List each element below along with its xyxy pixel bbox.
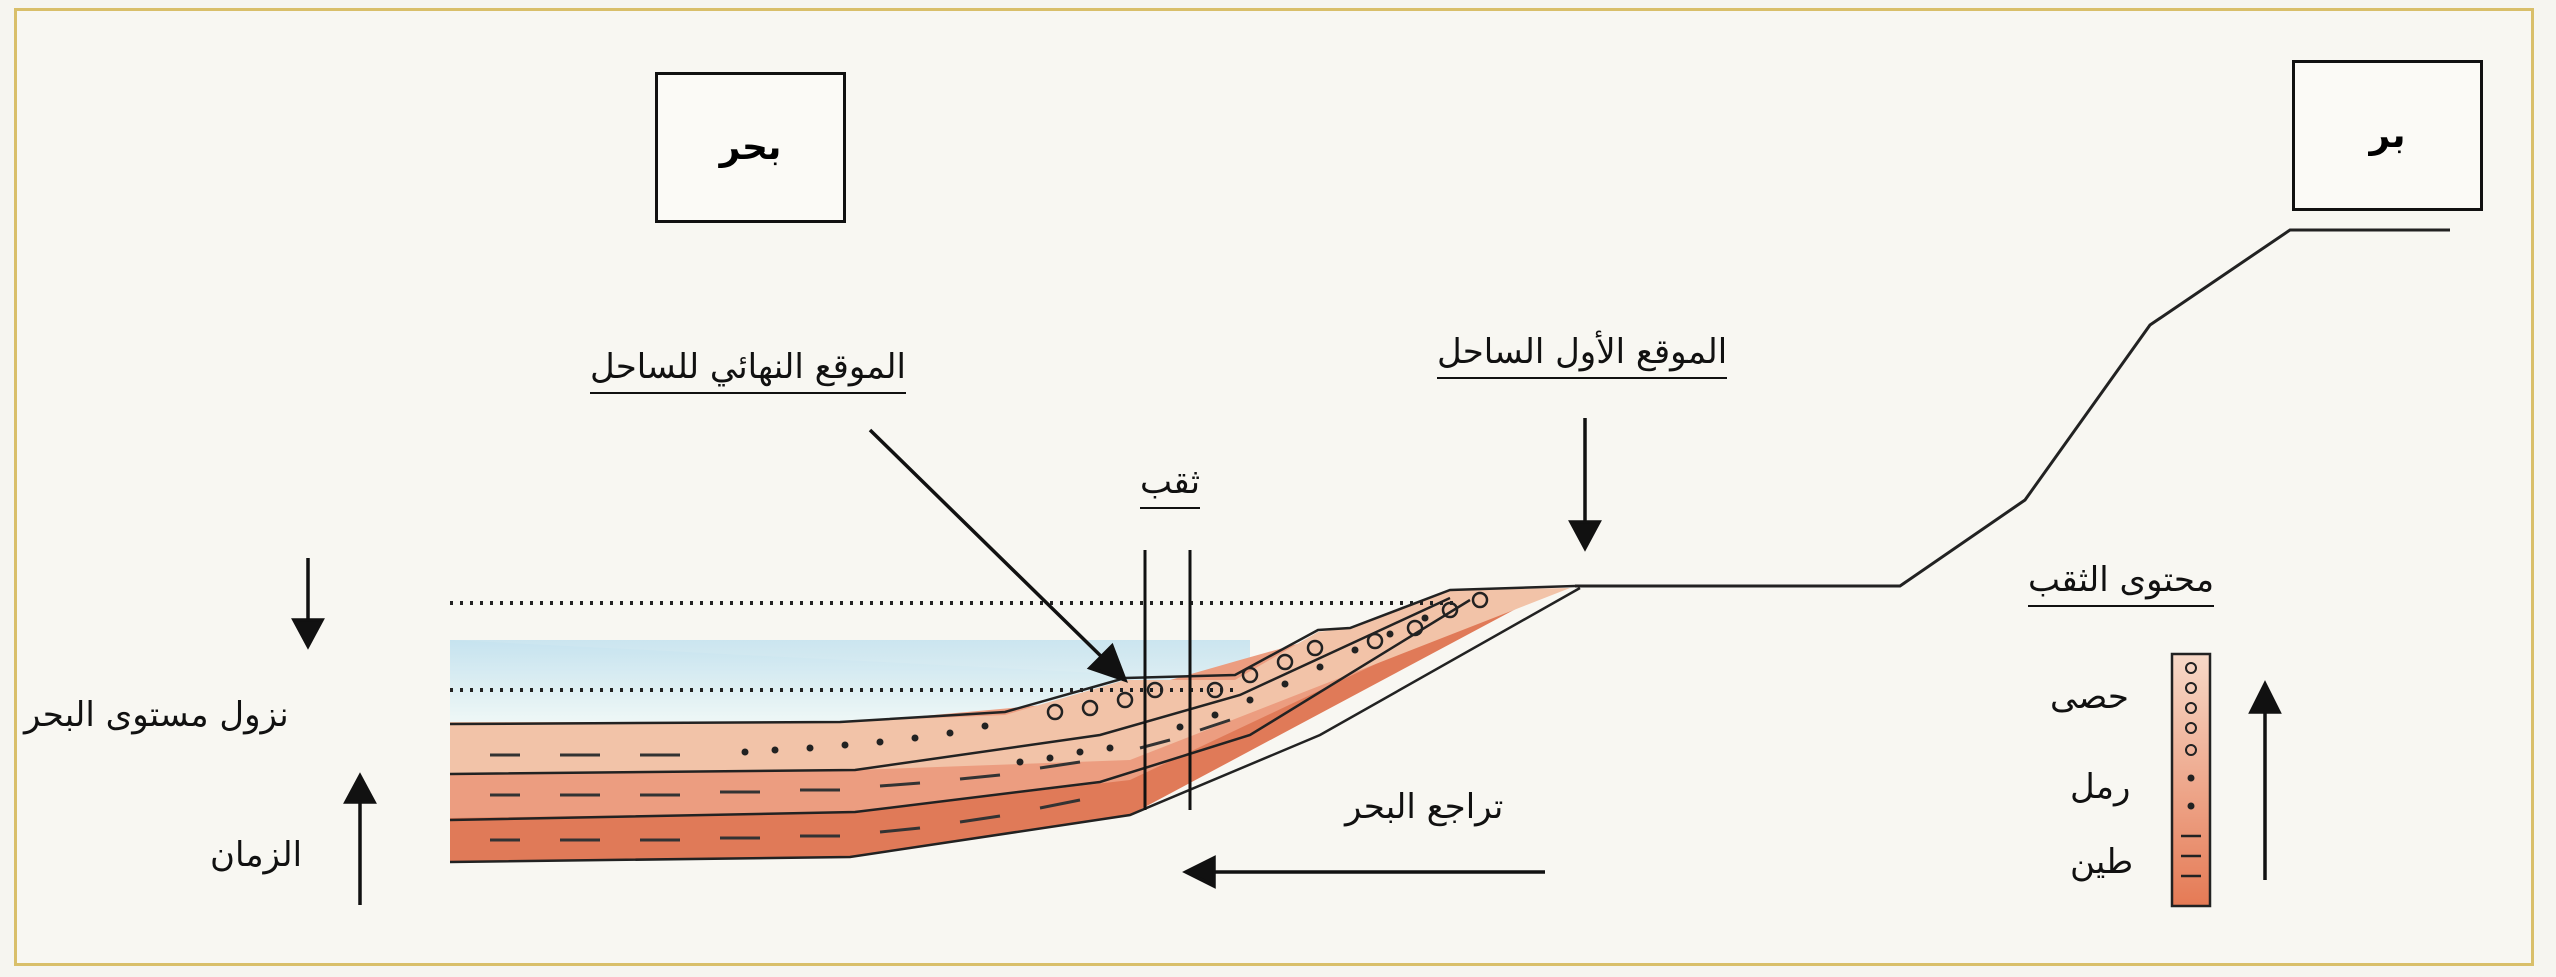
regression-label: تراجع البحر: [1345, 790, 1503, 824]
land-box: بر: [2292, 60, 2483, 211]
borehole-content-label: محتوى الثقب: [2028, 563, 2214, 607]
legend-gravel-label: حصى: [2050, 680, 2129, 714]
final-shore-label: الموقع النهائي للساحل: [590, 350, 906, 394]
legend-clay-label: طين: [2070, 845, 2133, 879]
land-label: بر: [2370, 115, 2406, 156]
borehole-label: ثقب: [1140, 465, 1200, 509]
land-profile: [1575, 230, 2450, 586]
sea-level-fall-label: نزول مستوى البحر: [24, 698, 289, 732]
initial-shore-label: الموقع الأول الساحل: [1437, 335, 1727, 379]
sea-box: بحر: [655, 72, 846, 223]
final-shore-arrow: [870, 430, 1110, 665]
legend-sand-label: رمل: [2070, 770, 2130, 804]
sea-label: بحر: [720, 127, 782, 168]
time-label: الزمان: [210, 838, 302, 872]
